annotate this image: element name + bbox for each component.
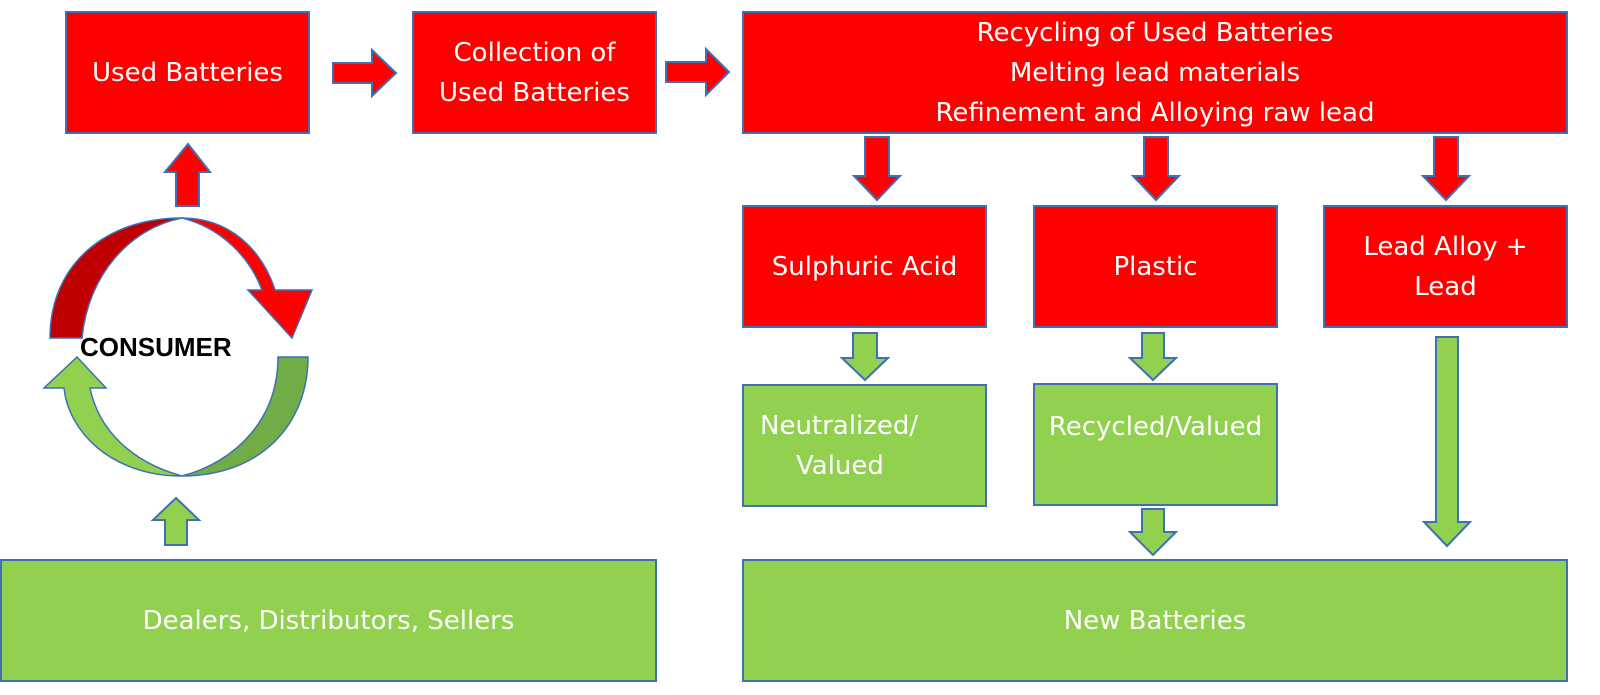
cycle-green-right-arc <box>181 356 309 477</box>
plastic-box: Plastic <box>1033 205 1278 328</box>
neutralized-label-line-2: Valued <box>796 450 884 481</box>
arrow-dealers-to-consumer <box>150 496 202 546</box>
arrow-used-to-collection <box>332 47 398 99</box>
used-batteries-label: Used Batteries <box>92 57 283 88</box>
cycle-green-left-arrow <box>42 355 183 477</box>
collection-label-line-1: Collection of <box>453 37 616 68</box>
recycled-label: Recycled/Valued <box>1048 412 1263 442</box>
lead-alloy-label-line-1: Lead Alloy + <box>1363 231 1528 262</box>
collection-label-line-2: Used Batteries <box>439 77 630 108</box>
arrow-recycling-to-lead-alloy <box>1420 136 1472 202</box>
new-batteries-label: New Batteries <box>1063 605 1247 636</box>
used-batteries-box: Used Batteries <box>65 11 310 134</box>
recycling-label-line-2: Melting lead materials <box>1009 57 1301 88</box>
sulphuric-acid-box: Sulphuric Acid <box>742 205 987 328</box>
cycle-red-left-arc <box>49 217 183 339</box>
neutralized-label-line-1: Neutralized/ <box>760 410 919 441</box>
cycle-red-right-arrow <box>181 217 314 340</box>
new-batteries-box: New Batteries <box>742 559 1568 682</box>
arrow-plastic-to-recycled <box>1127 332 1179 382</box>
arrow-lead-alloy-to-new <box>1421 336 1473 548</box>
arrow-recycled-to-new <box>1127 508 1179 557</box>
recycled-box: Recycled/Valued <box>1033 383 1278 506</box>
consumer-label: CONSUMER <box>80 332 232 362</box>
plastic-label: Plastic <box>1113 251 1198 282</box>
collection-box: Collection of Used Batteries <box>412 11 657 134</box>
recycling-box: Recycling of Used Batteries Melting lead… <box>742 11 1568 134</box>
arrow-sulphuric-to-neutralized <box>839 332 891 382</box>
lead-alloy-box: Lead Alloy + Lead <box>1323 205 1568 328</box>
dealers-box: Dealers, Distributors, Sellers <box>0 559 657 682</box>
arrow-recycling-to-plastic <box>1130 136 1182 202</box>
recycling-label-line-1: Recycling of Used Batteries <box>976 17 1334 48</box>
arrow-consumer-to-used <box>162 142 213 207</box>
neutralized-box: Neutralized/ Valued <box>742 384 987 507</box>
arrow-collection-to-recycling <box>665 46 731 98</box>
lead-alloy-label-line-2: Lead <box>1414 271 1477 302</box>
recycling-label-line-3: Refinement and Alloying raw lead <box>935 97 1375 128</box>
dealers-label: Dealers, Distributors, Sellers <box>142 605 515 636</box>
sulphuric-acid-label: Sulphuric Acid <box>771 251 958 282</box>
arrow-recycling-to-sulphuric <box>851 136 903 202</box>
